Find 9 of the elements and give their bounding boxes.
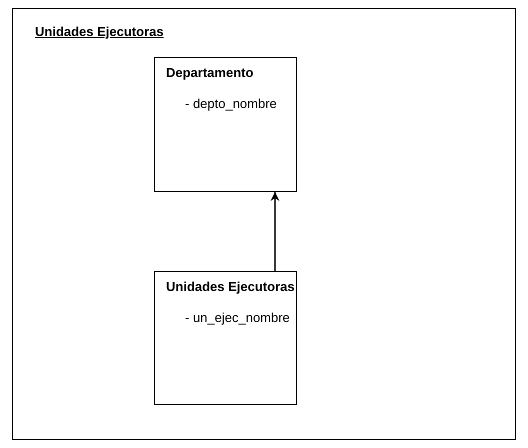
class-box [154,57,297,192]
attribute-text: - depto_nombre [185,96,277,111]
arrow [270,192,280,271]
class-name: Departamento [166,65,254,80]
class-name: Unidades Ejecutoras [166,279,295,294]
attribute-text: - un_ejec_nombre [185,310,290,325]
class-box [154,271,297,405]
package-title: Unidades Ejecutoras [35,24,164,39]
package-frame [12,8,516,440]
